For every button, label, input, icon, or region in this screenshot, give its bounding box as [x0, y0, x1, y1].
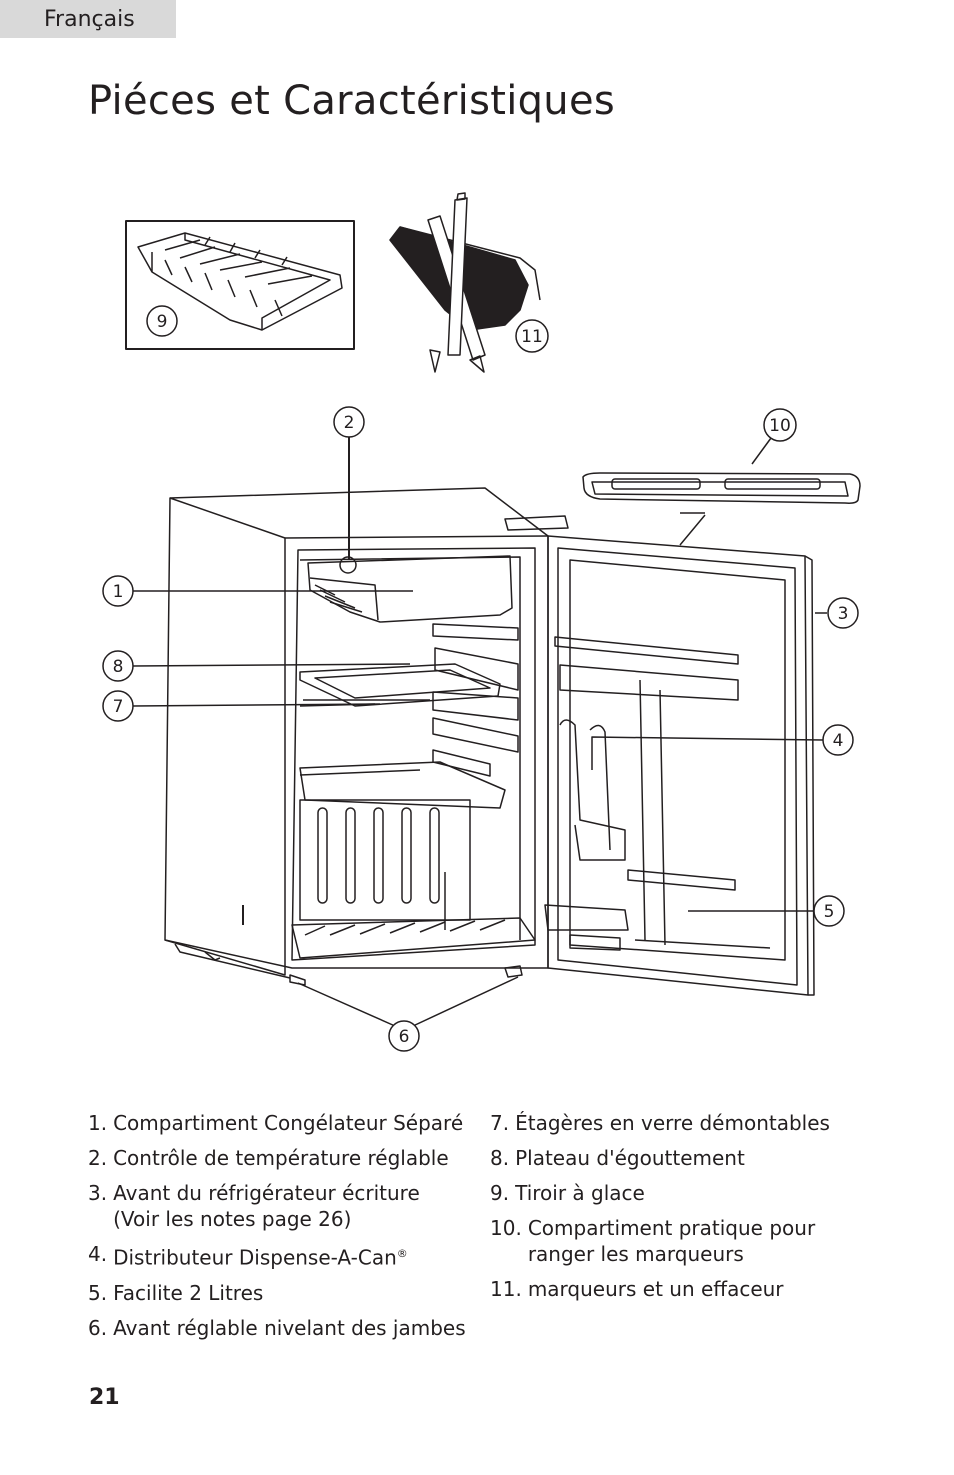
callout-2: 2 [344, 413, 355, 433]
list-item: 9.Tiroir à glace [490, 1181, 645, 1205]
list-item: 4.Distributeur Dispense-A-Can® [88, 1242, 408, 1270]
drip-tray-and-shelf [299, 663, 506, 809]
callout-5: 5 [824, 902, 835, 922]
ice-tray-illustration [125, 220, 355, 350]
parts-list-left: 1.Compartiment Congélateur Séparé 2.Cont… [88, 1110, 468, 1350]
callout-5-circle [813, 895, 845, 927]
callout-1: 1 [113, 582, 124, 602]
refrigerator-cabinet [164, 487, 569, 986]
list-item: 1.Compartiment Congélateur Séparé [88, 1111, 464, 1135]
callout-10: 10 [769, 416, 791, 436]
registered-mark: ® [396, 1247, 408, 1260]
shelf-rails [432, 623, 519, 777]
crisper-drawer [291, 799, 536, 959]
callout-9-circle [146, 305, 178, 337]
callout-8-circle [102, 650, 134, 682]
list-item: 6.Avant réglable nivelant des jambes [88, 1315, 466, 1340]
callout-7: 7 [113, 697, 124, 717]
callouts [102, 305, 859, 1052]
freezer-compartment [307, 555, 513, 623]
callout-9: 9 [157, 312, 168, 332]
list-item: 10.Compartiment pratique pour ranger les… [490, 1216, 816, 1266]
list-item: 7.Étagères en verre démontables [490, 1111, 830, 1135]
list-item: 2.Contrôle de température réglable [88, 1146, 449, 1170]
marker-caddy-illustration [582, 472, 861, 504]
page-number: 21 [89, 1385, 120, 1410]
callout-11: 11 [521, 327, 543, 347]
callout-6: 6 [399, 1027, 410, 1047]
markers-eraser-illustration [389, 192, 541, 373]
callout-6-circle [388, 1020, 420, 1052]
callout-3: 3 [838, 604, 849, 624]
leader-lines [132, 434, 827, 1027]
list-item: 5.Facilite 2 Litres [88, 1280, 264, 1305]
parts-diagram: 9 11 2 10 1 3 8 7 4 5 6 [102, 192, 861, 1052]
list-item: 8.Plateau d'égouttement [490, 1146, 745, 1170]
callout-4-circle [822, 724, 854, 756]
callout-1-circle [102, 575, 134, 607]
page-title: Piéces et Caractéristiques [88, 78, 615, 124]
callout-10-circle [763, 408, 797, 442]
callout-numbers: 9 11 2 10 1 3 8 7 4 5 6 [113, 312, 849, 1047]
parts-list-right: 7.Étagères en verre démontables 8.Platea… [490, 1110, 850, 1311]
callout-2-circle [333, 406, 365, 438]
callout-4: 4 [833, 731, 844, 751]
refrigerator-door [544, 512, 815, 996]
list-item: 3.Avant du réfrigérateur écriture (Voir … [88, 1181, 420, 1231]
callout-3-circle [827, 597, 859, 629]
callout-7-circle [102, 690, 134, 722]
callout-11-circle [515, 319, 549, 353]
list-item: 11.marqueurs et un effaceur [490, 1277, 784, 1301]
language-tab: Français [0, 0, 176, 38]
callout-8: 8 [113, 657, 124, 677]
